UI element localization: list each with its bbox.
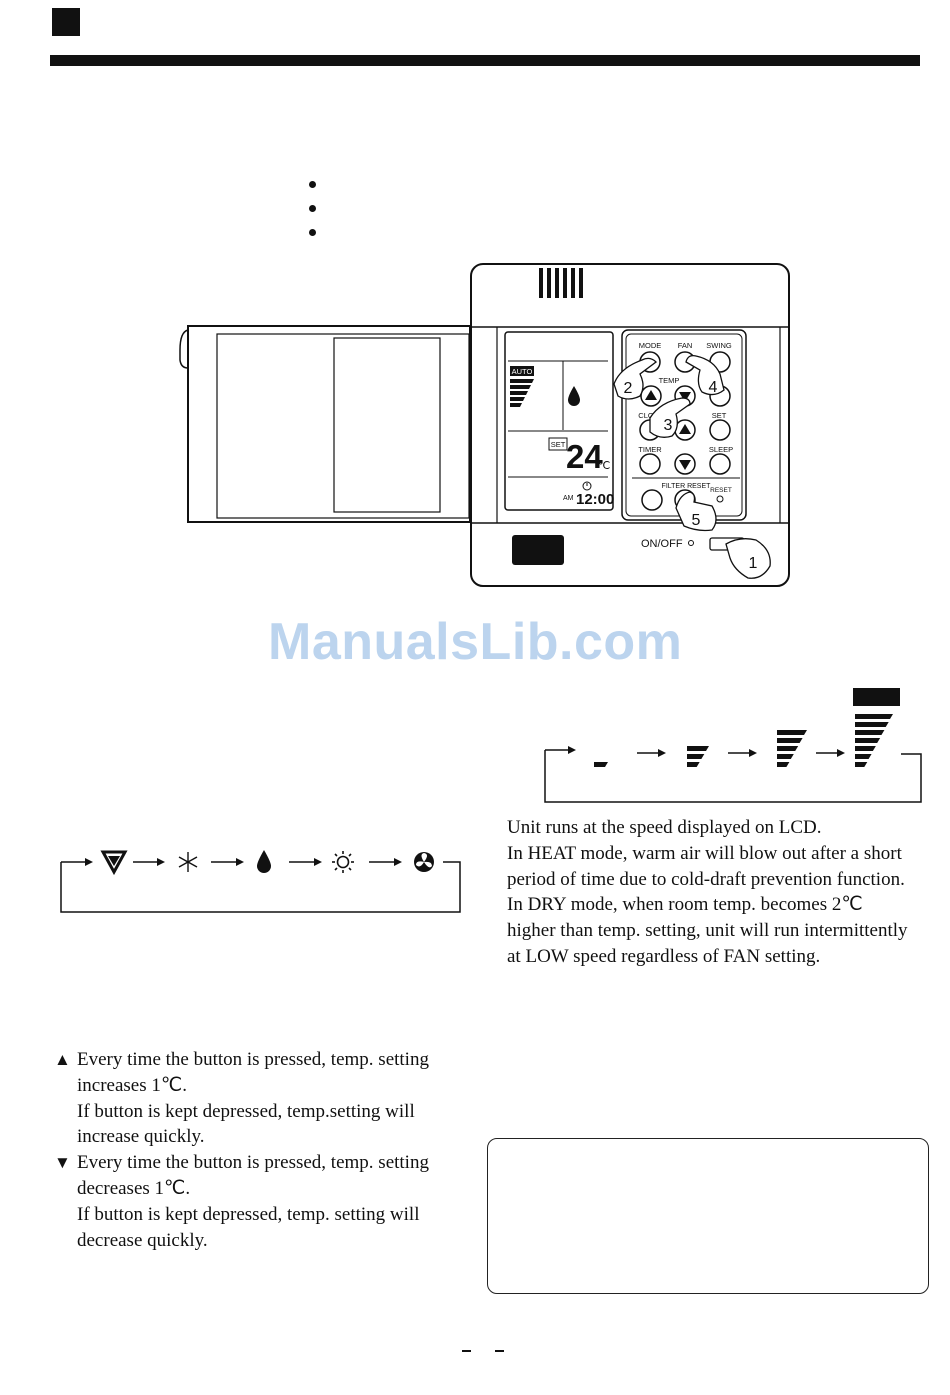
finger-pointer-icon [725, 538, 771, 579]
lcd-drop-icon [568, 386, 580, 406]
down-triangle-icon: ▼ [54, 1153, 71, 1173]
cover-window [333, 337, 441, 513]
clock-button-label: CLO [638, 411, 654, 420]
fan-description: Unit runs at the speed displayed on LCD.… [507, 815, 937, 970]
fan-speed-level-icon [777, 730, 807, 767]
sun-icon [332, 851, 354, 873]
sleep-button [709, 453, 731, 475]
lcd-set-label: SET [551, 440, 566, 449]
auto-icon [100, 850, 128, 876]
fan-speed-cycle-diagram [544, 688, 922, 803]
mode-button-label: MODE [639, 341, 662, 350]
arrow-icon [728, 749, 757, 757]
fan-text-line: In DRY mode, when room temp. becomes 2℃ [507, 894, 863, 916]
finger-pointer-icon [685, 354, 725, 396]
step-4: 4 [709, 379, 718, 396]
reset-hole [716, 495, 724, 503]
lcd-temp-unit: ℃ [598, 460, 610, 472]
fan-text-line: Unit runs at the speed displayed on LCD. [507, 817, 822, 838]
sleep-button-label: SLEEP [709, 445, 733, 454]
page-number-dash [495, 1350, 504, 1352]
snowflake-icon [178, 852, 198, 872]
temp-note-line: Every time the button is pressed, temp. … [77, 1049, 429, 1070]
lcd-auto-label: AUTO [512, 367, 533, 376]
temp-note-line: increase quickly. [77, 1126, 205, 1148]
sensor-vent [539, 268, 583, 298]
temp-label: TEMP [659, 376, 680, 385]
reset-label: RESET [710, 487, 732, 494]
bullet-dot [309, 229, 316, 236]
temp-note-line: decreases 1℃. [77, 1177, 191, 1199]
fan-text-line: In HEAT mode, warm air will blow out aft… [507, 842, 902, 864]
arrow-icon [816, 749, 845, 757]
fan-speed-level-icon [687, 746, 709, 767]
fan-speed-level-icon [594, 762, 608, 767]
on-off-label: ON/OFF [641, 538, 683, 550]
lcd-clock-icon [582, 481, 592, 491]
lcd-temperature: 24 [566, 438, 603, 475]
fan-text-line: higher than temp. setting, unit will run… [507, 920, 908, 942]
temp-note-line: increases 1℃. [77, 1074, 187, 1096]
up-triangle-icon: ▲ [54, 1050, 71, 1069]
temp-note-line: If button is kept depressed, temp. setti… [77, 1203, 420, 1225]
filter-reset-label: FILTER RESET [662, 483, 712, 490]
on-off-indicator [688, 540, 694, 546]
temp-note-line: Every time the button is pressed, temp. … [77, 1152, 429, 1174]
remote-cover-panel [187, 325, 471, 523]
section-marker [52, 8, 80, 36]
filter-button [641, 489, 663, 511]
page-number-dash [462, 1350, 471, 1352]
step-2: 2 [624, 380, 633, 397]
bullet-dot [309, 205, 316, 212]
finger-pointer-icon [649, 397, 691, 438]
temp-note-line: If button is kept depressed, temp.settin… [77, 1100, 415, 1122]
step-5: 5 [692, 512, 701, 529]
timer-button [639, 453, 661, 475]
finger-pointer-icon [613, 357, 657, 400]
temp-adjust-notes: ▲ Every time the button is pressed, temp.… [54, 1047, 474, 1253]
set-button [709, 419, 731, 441]
lcd-am-label: AM [563, 495, 574, 502]
step-3: 3 [664, 417, 673, 434]
fan-text-line: at LOW speed regardless of FAN setting. [507, 945, 821, 967]
fan-text-line: period of time due to cold-draft prevent… [507, 868, 905, 890]
temp-note-line: decrease quickly. [77, 1229, 208, 1251]
swing-button-label: SWING [706, 341, 732, 350]
drop-icon [257, 850, 271, 873]
fan-auto-block [853, 688, 900, 706]
step-1: 1 [749, 555, 758, 572]
arrow-icon [637, 749, 666, 757]
note-box [487, 1138, 929, 1294]
up-arrow-icon [645, 390, 657, 400]
lcd-time: 12:00 [576, 491, 614, 508]
header-rule [50, 55, 920, 66]
timer-button-label: TIMER [638, 445, 662, 454]
up-arrow-icon [679, 424, 691, 434]
bullet-dot [309, 181, 316, 188]
watermark: ManualsLib.com [268, 613, 683, 671]
lcd-fan-bars-icon [510, 379, 534, 407]
fan-icon [414, 852, 434, 872]
fan-speed-level-icon [855, 714, 893, 767]
remote-controller-illustration: AUTO SET 24 ℃ AM 12:00 MODE FAN SWING TE… [179, 263, 790, 587]
down-arrow-icon [679, 392, 691, 402]
fan-button-label: FAN [678, 341, 693, 350]
mode-cycle-diagram [60, 850, 461, 913]
set-button-label: SET [712, 411, 727, 420]
finger-pointer-icon [675, 491, 717, 532]
lcd-screen [504, 331, 614, 511]
down-arrow-icon [679, 460, 691, 470]
receiver-window [512, 535, 564, 565]
